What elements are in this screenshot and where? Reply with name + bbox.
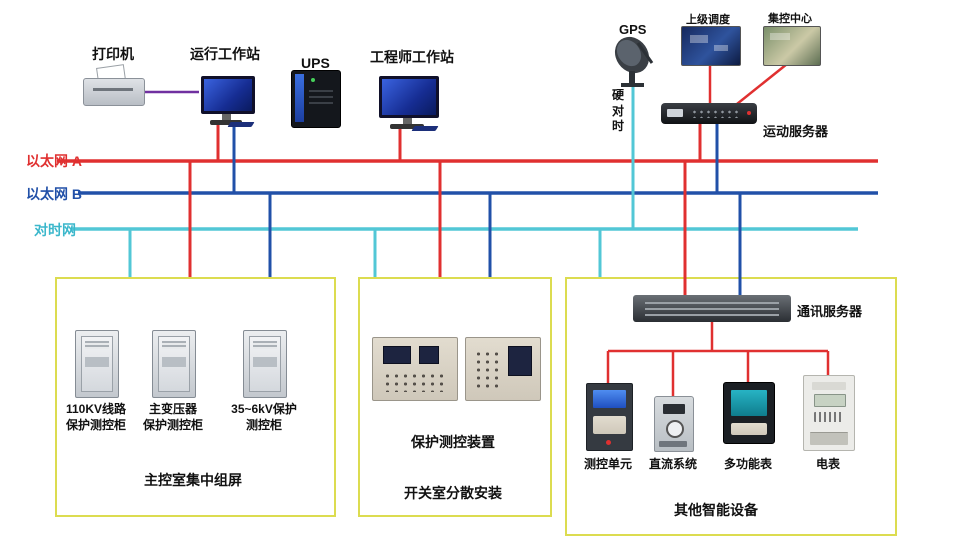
- cabinet-main-transformer-label: 主变压器 保护测控柜: [129, 402, 217, 433]
- protection-device-label: 保护测控装置: [411, 434, 495, 450]
- ups-led: [311, 78, 315, 82]
- cabinet-label-line2: 测控柜: [245, 417, 282, 432]
- dc-system-image: [654, 396, 694, 452]
- monitor-screen: [201, 76, 255, 114]
- ups-vent: [309, 90, 333, 92]
- cabinet-rack-slots: [253, 341, 277, 349]
- device-buttons: [383, 372, 445, 392]
- gps-label: GPS: [619, 22, 647, 37]
- cabinet-label-line2: 保护测控柜: [142, 417, 203, 432]
- device-display: [508, 346, 532, 376]
- server-vent: [645, 308, 779, 310]
- meter-lcd: [814, 394, 846, 407]
- ups-label: UPS: [301, 55, 330, 71]
- dispatch-center-photo: [681, 26, 741, 66]
- dc-system-label: 直流系统: [648, 457, 697, 471]
- device-buttons: [474, 350, 502, 390]
- cabinet-rack-slots: [85, 341, 109, 349]
- ups-stripe: [295, 74, 304, 122]
- engineer-workstation-label: 工程师工作站: [370, 49, 454, 65]
- terminal-strip: [659, 441, 687, 447]
- operator-workstation-image: [199, 76, 257, 128]
- measuring-control-unit-image: [586, 383, 633, 451]
- energy-meter-image: [803, 375, 855, 451]
- monitor-stand: [222, 114, 231, 120]
- device-buttons: [593, 416, 626, 434]
- server-led: [747, 111, 751, 115]
- device-display: [383, 346, 411, 364]
- motion-server-image: [661, 103, 757, 124]
- dispatch-label: 上级调度: [686, 14, 730, 26]
- motion-server-label: 运动服务器: [763, 124, 829, 139]
- cabinet-label-line1: 110KV线路: [65, 402, 127, 416]
- cabinet-rack-slots: [162, 341, 186, 349]
- cabinet-label-line1: 35~6kV保护: [231, 402, 297, 416]
- operator-workstation-label: 运行工作站: [190, 46, 260, 62]
- device-dial: [666, 420, 684, 438]
- monitor-stand: [403, 118, 412, 124]
- server-front-label: [667, 109, 683, 117]
- hard-time-sync-label: 硬对时: [612, 88, 625, 134]
- ups-image: [291, 70, 343, 128]
- keyboard: [411, 126, 439, 131]
- monitor-screen: [379, 76, 439, 118]
- right-box-caption: 其他智能设备: [674, 502, 758, 518]
- cabinet-label-line1: 主变压器: [148, 402, 197, 416]
- printer-label: 打印机: [92, 46, 134, 62]
- device-lcd: [593, 390, 626, 408]
- photo-highlight: [690, 35, 708, 43]
- ups-vent: [309, 102, 333, 104]
- bus-ethernet-b-label: 以太网 B: [26, 186, 82, 202]
- bus-time-net-label: 对时网: [34, 222, 76, 238]
- server-vent: [645, 314, 779, 316]
- device-buttons: [731, 423, 767, 435]
- device-lcd: [731, 390, 767, 416]
- ctrl-unit-label: 测控单元: [583, 457, 632, 471]
- monitor-base: [210, 120, 242, 125]
- photo-highlight: [714, 45, 728, 51]
- cabinet-panel: [253, 357, 277, 367]
- control-center-photo: [763, 26, 821, 66]
- photo-highlight: [770, 33, 790, 40]
- cabinet-35-6kv: [243, 330, 287, 398]
- comm-server-image: [633, 295, 791, 322]
- control-center-label: 集控中心: [768, 13, 812, 25]
- server-ports: [691, 109, 741, 118]
- comm-server-label: 通讯服务器: [797, 304, 863, 319]
- printer-body: [83, 78, 145, 106]
- printer-slot: [93, 88, 133, 91]
- engineer-workstation-image: [377, 76, 441, 132]
- device-led: [606, 440, 611, 445]
- middle-box-caption: 开关室分散安装: [404, 485, 502, 501]
- protection-device-1: [372, 337, 458, 401]
- printer-image: [83, 64, 147, 110]
- server-vent: [645, 302, 779, 304]
- multifunction-meter-label: 多功能表: [723, 457, 772, 471]
- cabinet-110kv: [75, 330, 119, 398]
- ups-vent: [309, 96, 333, 98]
- meter-barcode: [814, 412, 844, 422]
- monitor-base: [390, 124, 424, 129]
- cabinet-panel: [85, 357, 109, 367]
- gps-antenna-image: [608, 34, 660, 93]
- bus-ethernet-a-label: 以太网 A: [26, 153, 82, 169]
- cabinet-label-line2: 保护测控柜: [65, 417, 126, 432]
- multifunction-meter-image: [723, 382, 775, 444]
- cabinet-35-6kv-label: 35~6kV保护 测控柜: [220, 402, 308, 433]
- keyboard: [227, 122, 255, 127]
- meter-terminal-cover: [810, 432, 848, 445]
- motion-server-to-control-center: [736, 63, 788, 105]
- left-box-caption: 主控室集中组屏: [144, 472, 242, 488]
- cabinet-panel: [162, 357, 186, 367]
- protection-device-2: [465, 337, 541, 401]
- meter-label-area: [812, 382, 846, 390]
- energy-meter-label: 电表: [815, 457, 840, 471]
- device-window: [663, 404, 685, 414]
- cabinet-main-transformer: [152, 330, 196, 398]
- device-display: [419, 346, 439, 364]
- cabinet-110kv-label: 110KV线路 保护测控柜: [52, 402, 140, 433]
